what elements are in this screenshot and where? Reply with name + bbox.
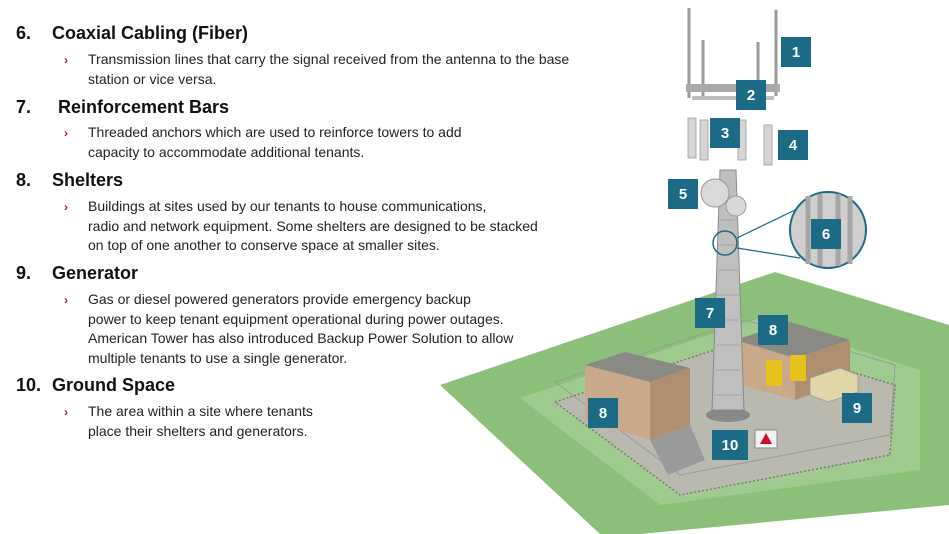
description-line: Gas or diesel powered generators provide…: [88, 291, 471, 307]
component-list: 6. Coaxial Cabling (Fiber) › Transmission…: [16, 23, 569, 441]
item-8-description: Buildings at sites used by our tenants t…: [88, 197, 538, 256]
item-7-description: Threaded anchors which are used to reinf…: [88, 123, 462, 162]
equipment-cabinet: [766, 360, 782, 386]
badge-8-right-shelter: 8: [758, 315, 788, 345]
item-9-heading: 9. Generator: [16, 263, 138, 284]
callout-line: [736, 209, 796, 239]
description-line: on top of one another to conserve space …: [88, 237, 440, 253]
description-line: place their shelters and generators.: [88, 422, 308, 439]
description-line: radio and network equipment. Some shelte…: [88, 217, 538, 234]
badge-10: 10: [712, 430, 748, 460]
microwave-dish: [725, 195, 747, 217]
antenna-platform: [686, 84, 780, 92]
description-line: Transmission lines that carry the signal…: [88, 51, 570, 67]
callout-line: [736, 247, 801, 259]
item-6-heading: 6. Coaxial Cabling (Fiber): [16, 23, 248, 44]
description-line: station or vice versa.: [88, 70, 217, 87]
equipment-cabinet: [790, 355, 806, 381]
description-line: The area within a site where tenants: [88, 403, 313, 419]
item-title: Shelters: [52, 170, 124, 190]
microwave-dish: [700, 178, 730, 208]
item-number: 8.: [16, 170, 32, 190]
antenna-platform: [692, 96, 774, 100]
bullet-icon: ›: [64, 126, 68, 140]
item-number: 10.: [16, 375, 42, 395]
item-number: 9.: [16, 263, 32, 283]
badge-6: 6: [811, 219, 841, 249]
bullet-icon: ›: [64, 405, 68, 419]
panel-antennas: [687, 117, 773, 166]
description-line: capacity to accommodate additional tenan…: [88, 143, 365, 160]
left-shelter-roof: [585, 352, 690, 382]
badge-9: 9: [842, 393, 872, 423]
item-7-heading: 7. Reinforcement Bars: [16, 97, 229, 118]
cable-detail-ring: [712, 230, 738, 256]
bullet-icon: ›: [64, 53, 68, 67]
item-title: Reinforcement Bars: [58, 97, 230, 117]
item-10-description: The area within a site where tenants pla…: [88, 402, 313, 441]
badge-2: 2: [736, 80, 766, 110]
item-number: 6.: [16, 23, 32, 43]
item-title: Ground Space: [52, 375, 176, 395]
tower-foundation: [706, 408, 750, 422]
left-shelter-side: [650, 368, 690, 440]
fence-top: [554, 319, 896, 476]
sign-logo-icon: [760, 433, 772, 444]
bullet-icon: ›: [64, 200, 68, 214]
description-line: power to keep tenant equipment operation…: [88, 310, 504, 327]
tower-mast: [711, 169, 745, 411]
badge-1: 1: [781, 37, 811, 67]
description-line: Threaded anchors which are used to reinf…: [88, 124, 462, 140]
badge-5: 5: [668, 179, 698, 209]
bullet-icon: ›: [64, 293, 68, 307]
item-8-heading: 8. Shelters: [16, 170, 123, 191]
item-title: Coaxial Cabling (Fiber): [52, 23, 249, 43]
description-line: American Tower has also introduced Backu…: [88, 330, 514, 346]
item-title: Generator: [52, 263, 139, 283]
description-line: Buildings at sites used by our tenants t…: [88, 198, 487, 214]
item-6-description: Transmission lines that carry the signal…: [88, 50, 569, 89]
item-number: 7.: [16, 97, 32, 117]
item-9-description: Gas or diesel powered generators provide…: [88, 290, 513, 368]
badge-8-left-shelter: 8: [588, 398, 618, 428]
badge-3: 3: [710, 118, 740, 148]
description-line: multiple tenants to use a single generat…: [88, 349, 348, 366]
badge-4: 4: [778, 130, 808, 160]
badge-7: 7: [695, 298, 725, 328]
stairs: [650, 425, 705, 475]
item-10-heading: 10. Ground Space: [16, 375, 175, 396]
tower-site-illustration: [440, 8, 949, 534]
